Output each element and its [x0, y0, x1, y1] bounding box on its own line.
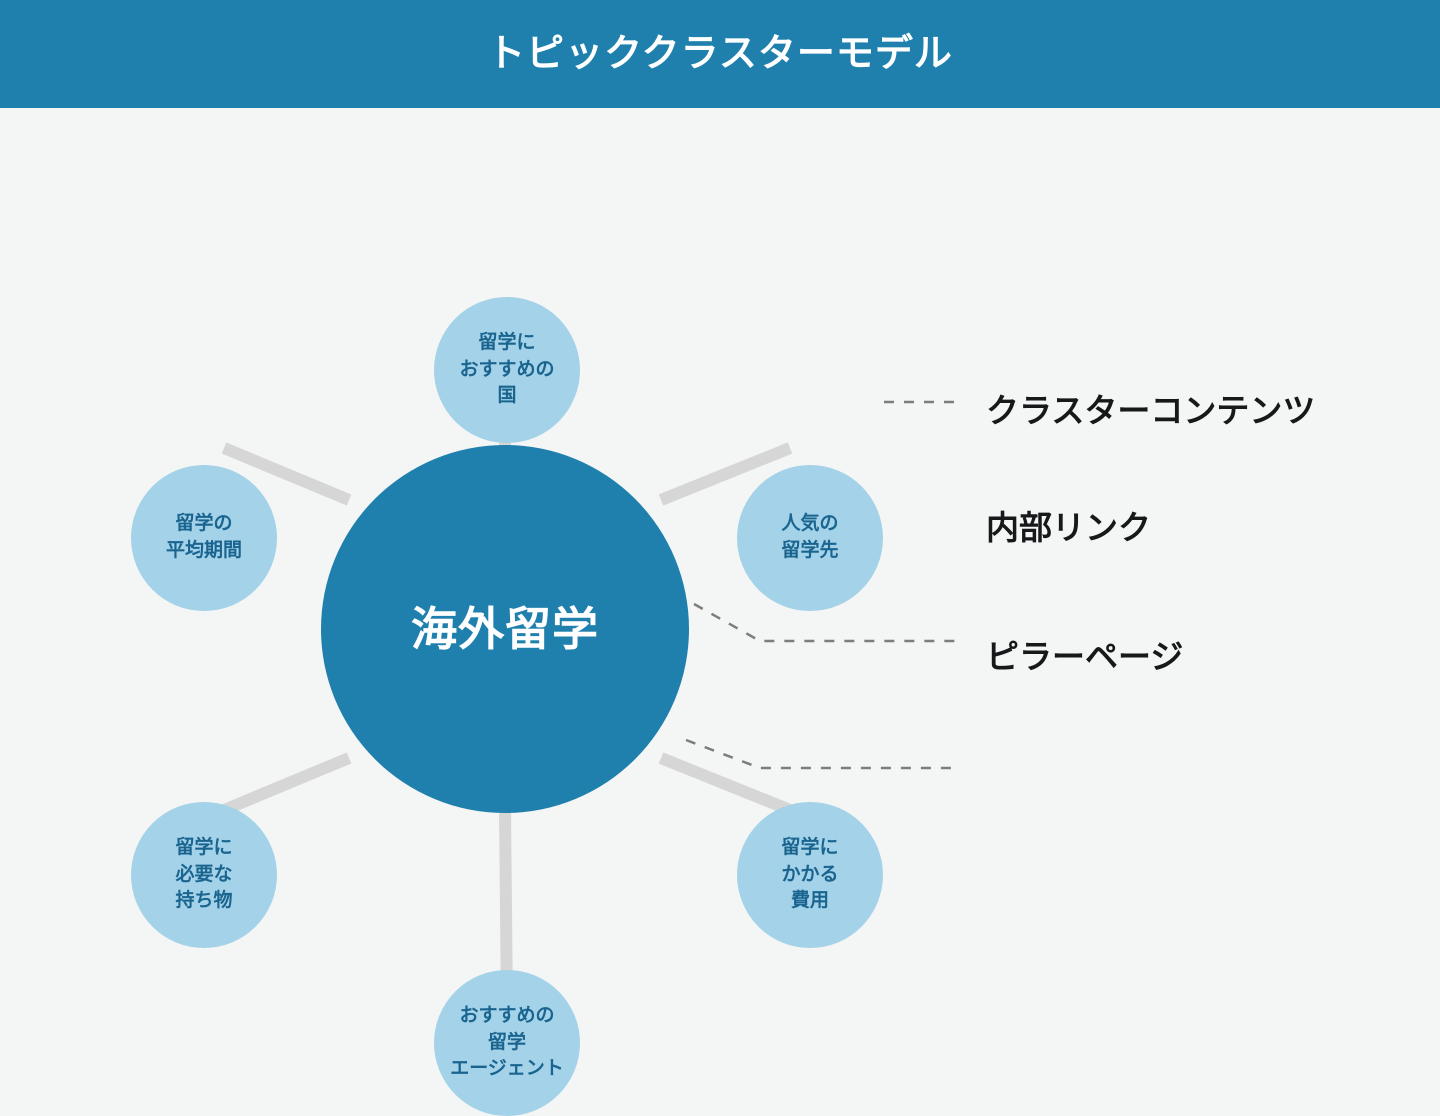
cluster-circle-bottom-label: おすすめの 留学 エージェント — [450, 1004, 564, 1080]
legend-item-pillar-page: ピラーページ — [986, 638, 1184, 675]
cluster-circle-topright-label: 人気の 留学先 — [781, 513, 839, 561]
spoke-pillar-to-bottomleft — [221, 752, 352, 816]
diagram-stage: 海外留学 留学に おすすめの 国 人気の 留学先 留学に かかる 費用 おすすめ… — [0, 108, 1440, 1116]
cluster-circle-topleft[interactable]: 留学の 平均期間 — [131, 465, 277, 611]
cluster-circle-topright[interactable]: 人気の 留学先 — [737, 465, 883, 611]
cluster-circle-bottomright[interactable]: 留学に かかる 費用 — [737, 802, 883, 948]
legend-item-cluster-contents: クラスターコンテンツ — [986, 392, 1316, 429]
pillar-circle-label: 海外留学 — [411, 602, 599, 655]
leader-line-pillar-page — [685, 738, 955, 770]
cluster-circle-top-label: 留学に おすすめの 国 — [459, 331, 555, 407]
cluster-circle-top[interactable]: 留学に おすすめの 国 — [434, 297, 580, 443]
pillar-circle[interactable]: 海外留学 — [321, 445, 689, 813]
header-bar: トピッククラスターモデル — [0, 0, 1440, 108]
spoke-pillar-to-bottomright — [658, 752, 793, 816]
cluster-circle-topleft-label: 留学の 平均期間 — [165, 513, 242, 561]
cluster-circle-bottomleft-label: 留学に 必要な 持ち物 — [175, 836, 233, 912]
page-title: トピッククラスターモデル — [487, 33, 953, 75]
cluster-circle-bottomleft[interactable]: 留学に 必要な 持ち物 — [131, 802, 277, 948]
cluster-circle-bottom[interactable]: おすすめの 留学 エージェント — [434, 970, 580, 1116]
leader-line-internal-link — [693, 602, 955, 643]
cluster-circle-bottomright-label: 留学に かかる 費用 — [781, 836, 839, 912]
legend-item-internal-link: 内部リンク — [986, 509, 1151, 546]
legend: クラスターコンテンツ 内部リンク ピラーページ — [0, 108, 1440, 1078]
